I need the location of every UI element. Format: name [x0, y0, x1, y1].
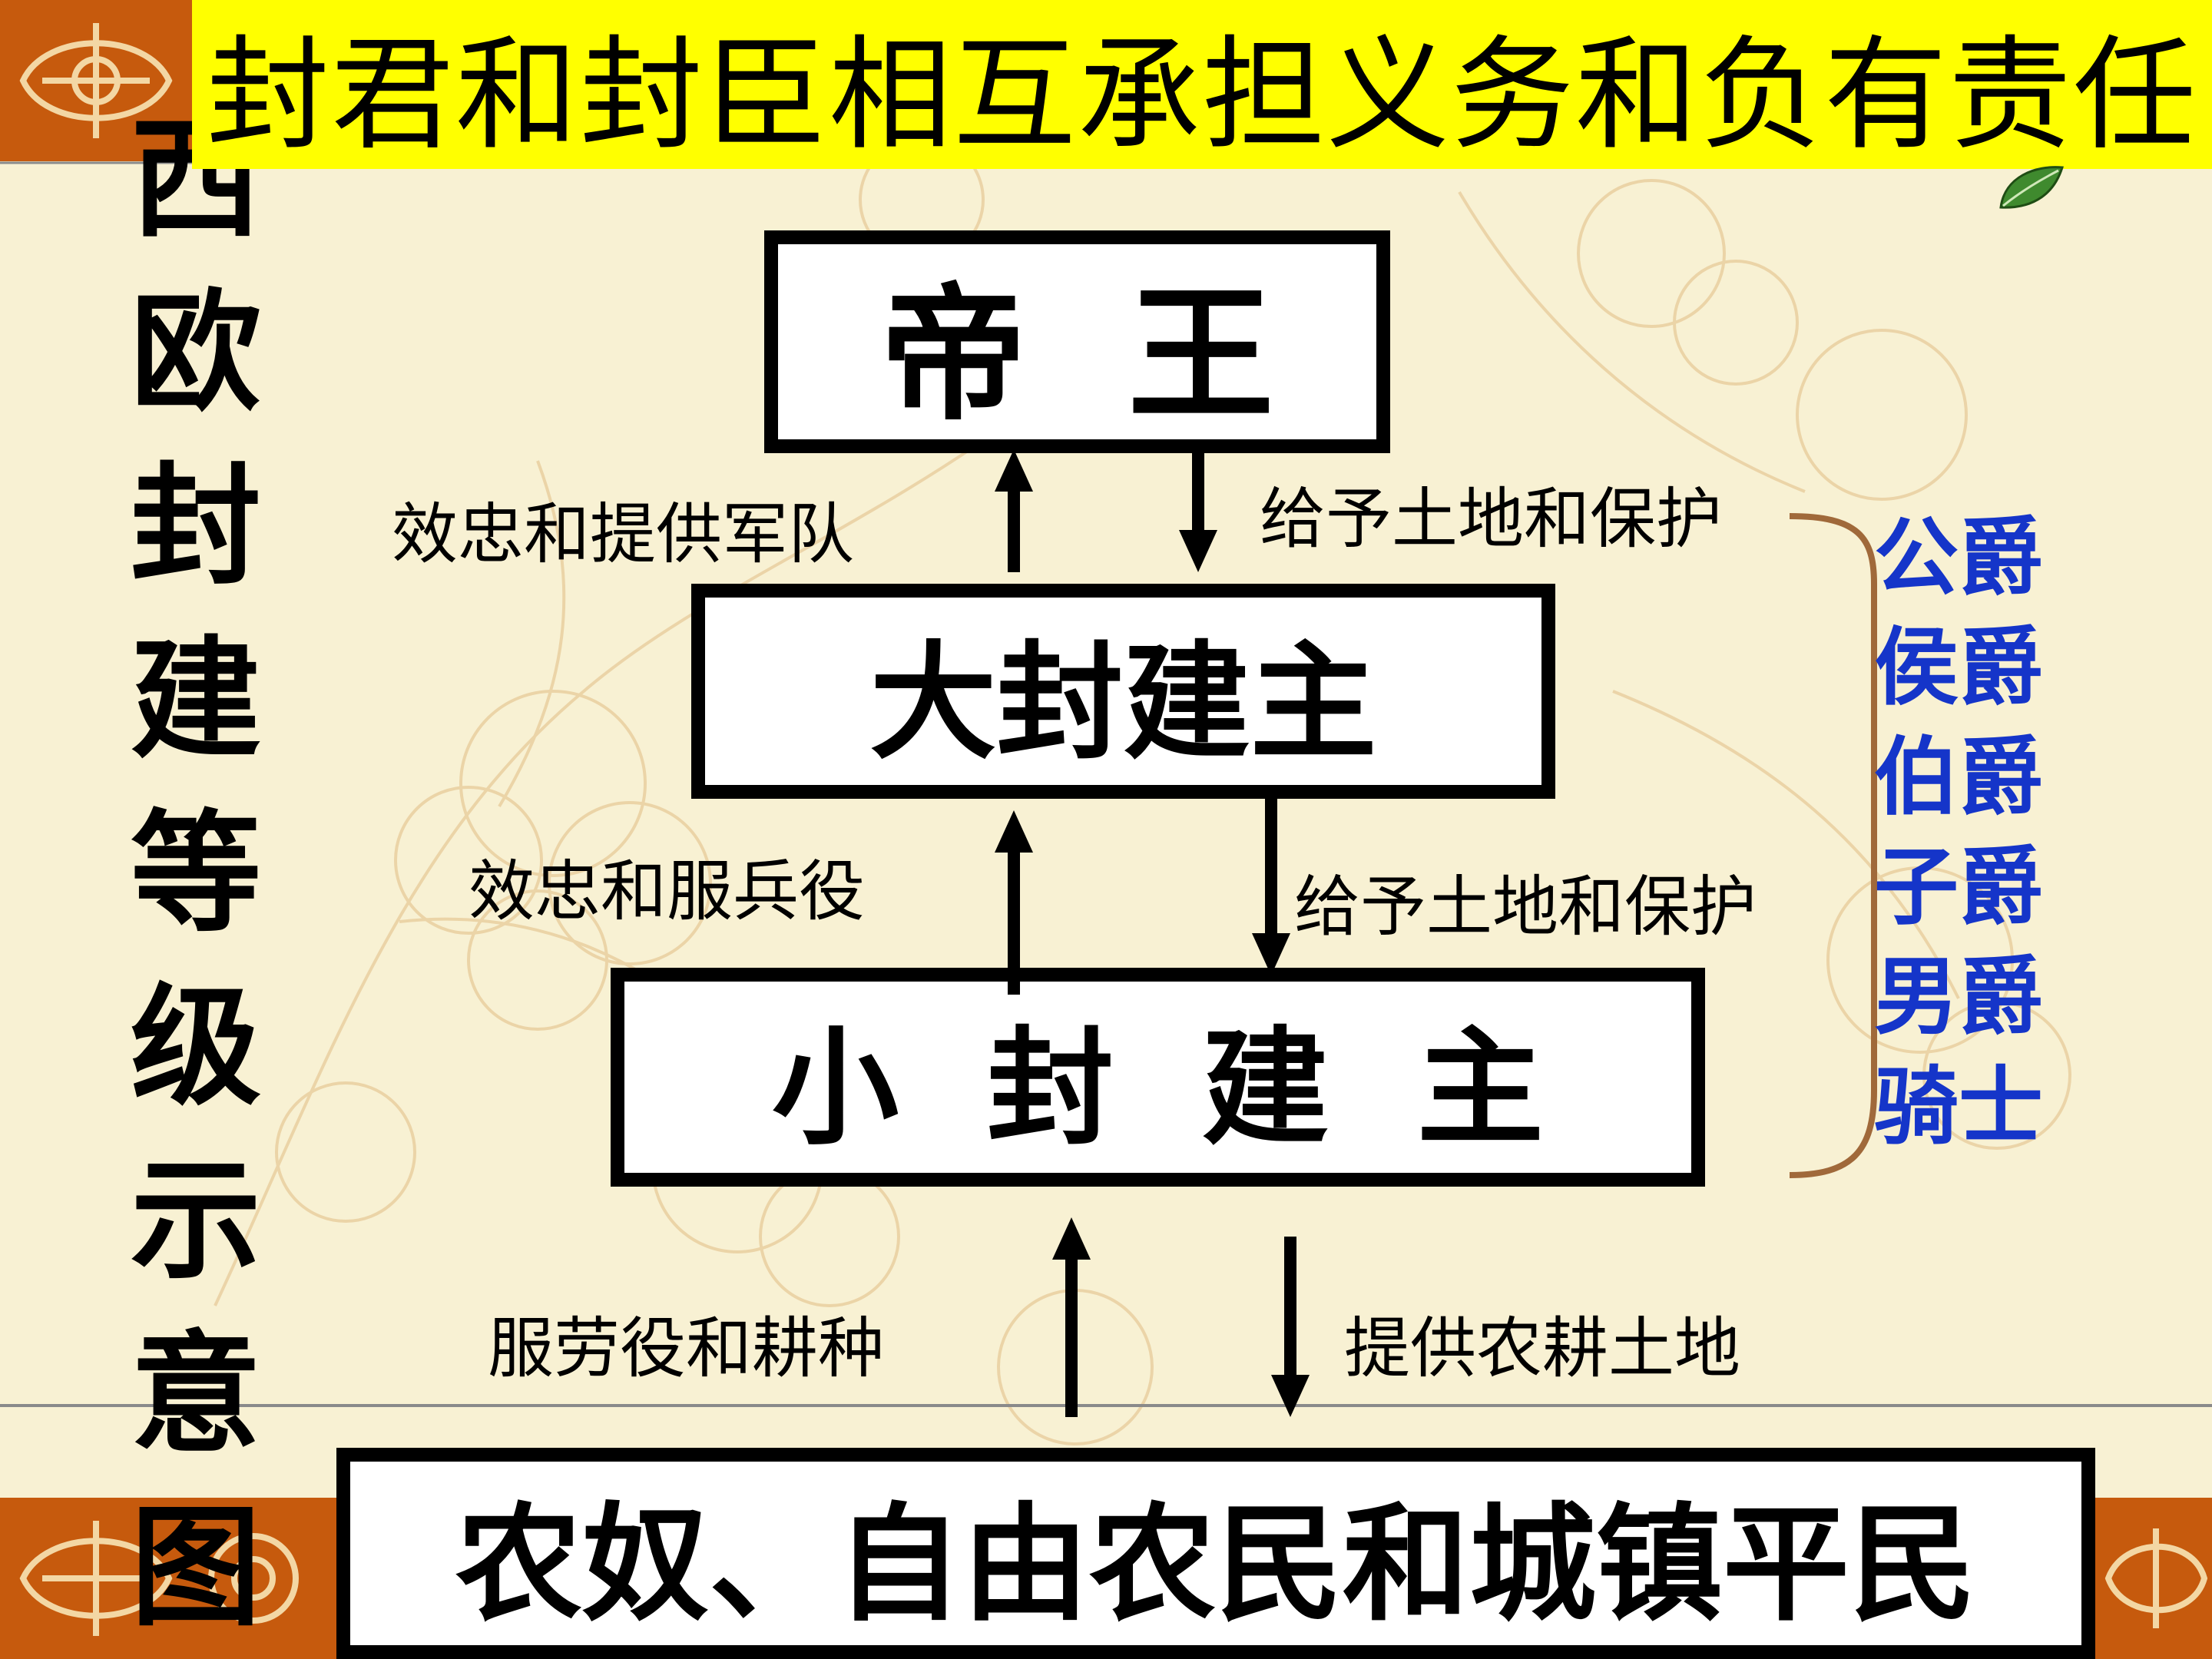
vertical-title-char: 建: [130, 623, 261, 777]
label-loyalty-military-service: 效忠和服兵役: [469, 853, 865, 930]
vertical-title-char: 封: [130, 449, 261, 603]
great-lord-box: 大封建主: [691, 584, 1555, 799]
emperor-box: 帝 王: [764, 230, 1390, 453]
rank-item: 骑士: [1874, 1058, 2043, 1156]
rank-item: 公爵: [1874, 508, 2043, 607]
vertical-title-char: 意: [130, 1317, 261, 1471]
label-farmland: 提供农耕土地: [1344, 1310, 1740, 1387]
vertical-title-char: 欧: [130, 276, 261, 429]
vertical-title-char: 示: [130, 1144, 261, 1297]
small-lord-box: 小 封 建 主: [611, 968, 1705, 1187]
rank-item: 男爵: [1874, 948, 2043, 1046]
corner-ornament-bottom-left: [0, 1498, 338, 1659]
page-title: 封君和封臣相互承担义务和负有责任: [206, 23, 2197, 167]
vertical-title-char: 等: [130, 796, 261, 950]
leaf-icon: [1999, 166, 2064, 209]
rank-item: 伯爵: [1874, 728, 2043, 826]
rank-item: 侯爵: [1874, 618, 2043, 717]
rank-item: 子爵: [1874, 838, 2043, 936]
label-labor-farming: 服劳役和耕种: [488, 1310, 884, 1387]
vertical-title-char: 图: [130, 1491, 261, 1644]
corner-ornament-top-left: [0, 0, 192, 161]
label-loyalty-troops: 效忠和提供军队: [392, 496, 854, 573]
vertical-diagram-title: 西 欧 封 建 等 级 示 意 图: [123, 92, 269, 1659]
serfs-box: 农奴、自由农民和城镇平民: [336, 1448, 2095, 1659]
label-land-protection-2: 给予土地和保护: [1294, 869, 1757, 945]
vertical-title-char: 级: [130, 970, 261, 1124]
label-land-protection-1: 给予土地和保护: [1260, 481, 1722, 558]
title-banner: 封君和封臣相互承担义务和负有责任: [192, 0, 2212, 169]
noble-rank-list: 公爵 侯爵 伯爵 子爵 男爵 骑士: [1874, 503, 2043, 1162]
corner-ornament-bottom-right: [2093, 1498, 2212, 1659]
